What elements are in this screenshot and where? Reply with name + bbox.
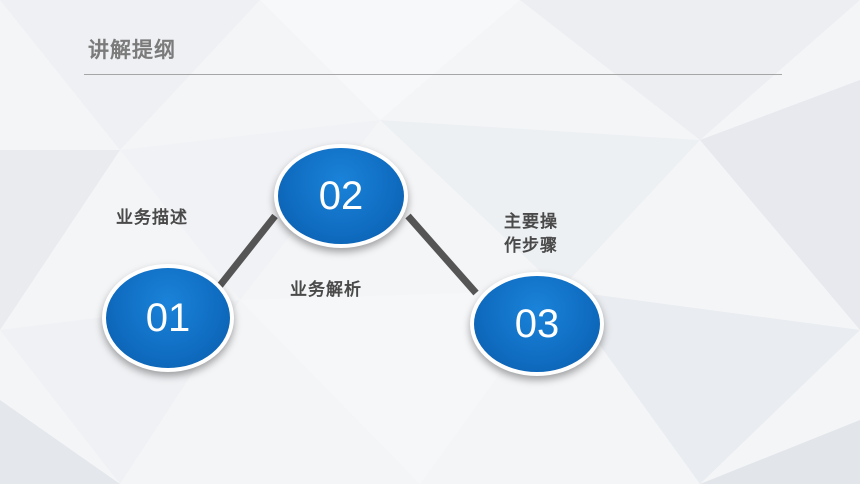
step-number-02: 02 [278,148,404,244]
step-number-01: 01 [106,268,230,368]
step-label-01: 业务描述 [116,208,188,228]
step-badge-02: 02 [274,144,408,248]
step-badge-01: 01 [102,264,234,372]
title-divider [84,74,782,75]
step-label-03: 主要操 作步骤 [504,210,558,258]
step-badge-03: 03 [470,272,604,376]
page-title: 讲解提纲 [88,38,176,62]
step-label-03-line2: 作步骤 [504,236,558,256]
step-label-02: 业务解析 [290,280,362,300]
step-number-03: 03 [474,276,600,372]
step-label-03-line1: 主要操 [504,212,558,232]
